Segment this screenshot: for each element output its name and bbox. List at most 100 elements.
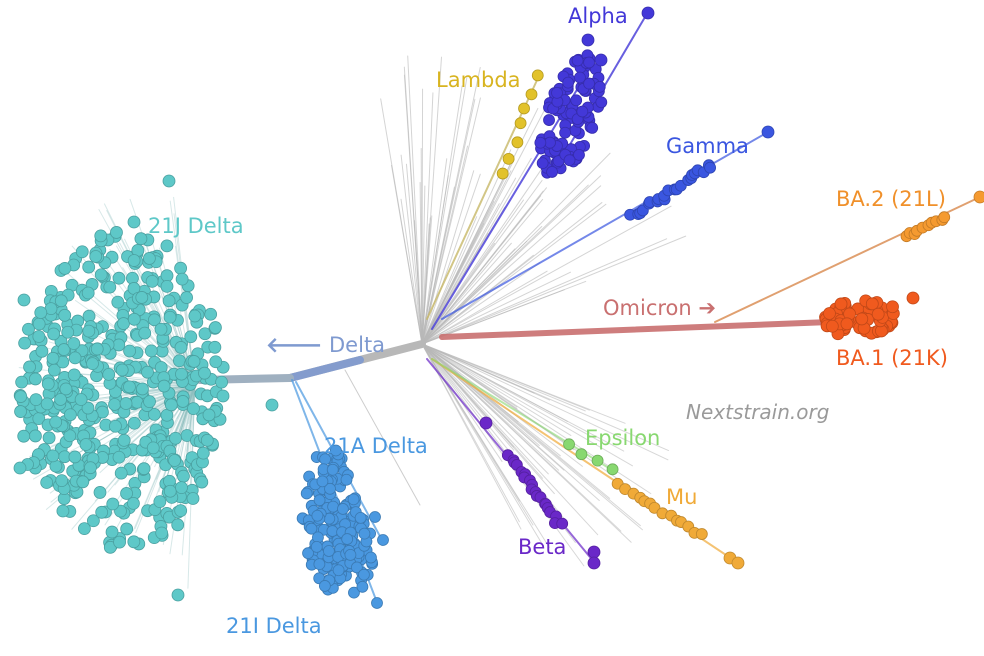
delta21j-tip bbox=[148, 313, 161, 327]
delta21j-tip bbox=[68, 351, 82, 365]
delta21j-tip bbox=[86, 357, 99, 371]
delta21j-tip bbox=[22, 322, 35, 336]
delta21j-tip bbox=[40, 397, 54, 411]
delta21j-tip bbox=[93, 486, 107, 499]
beta-tip bbox=[556, 517, 569, 530]
delta21j-tip bbox=[175, 367, 188, 381]
delta21j-tip bbox=[208, 340, 222, 354]
epsilon-tip bbox=[563, 438, 575, 451]
delta21j-tip bbox=[29, 393, 43, 407]
delta21j-tip bbox=[113, 535, 126, 549]
gamma-tip bbox=[761, 125, 775, 139]
delta21j-tip bbox=[135, 291, 149, 304]
delta21a-tip bbox=[329, 444, 342, 457]
delta21j-stem bbox=[129, 198, 196, 386]
delta21j-tip bbox=[168, 454, 181, 467]
delta21a-tip bbox=[326, 525, 339, 537]
label-delta: 🡐 Delta bbox=[266, 333, 385, 358]
delta21j-tip bbox=[82, 260, 96, 274]
delta21j-tip bbox=[177, 469, 190, 483]
delta21j-tip bbox=[153, 495, 167, 509]
delta21j-tip bbox=[174, 261, 188, 275]
grey-branch bbox=[421, 343, 590, 411]
delta21j-tip bbox=[120, 487, 133, 500]
delta21j-tip bbox=[81, 286, 95, 300]
delta21j-tip bbox=[160, 239, 174, 253]
ba1-tip bbox=[823, 307, 836, 320]
delta21j-tip bbox=[112, 338, 126, 352]
delta21j-tip bbox=[186, 492, 200, 505]
delta21j-tip bbox=[58, 262, 72, 275]
delta21j-tip bbox=[14, 405, 27, 418]
delta21j-tip bbox=[176, 395, 190, 408]
grey-branch bbox=[421, 343, 599, 536]
mu-tip bbox=[648, 501, 661, 514]
grey-branch bbox=[421, 271, 572, 345]
omicron-branch bbox=[439, 319, 833, 340]
delta21j-tip bbox=[94, 268, 108, 282]
delta21j-tip bbox=[175, 272, 189, 286]
grey-branch bbox=[421, 343, 534, 526]
label-gamma: Gamma bbox=[666, 134, 749, 158]
grey-branch bbox=[421, 343, 572, 436]
grey-branch bbox=[421, 175, 602, 345]
ba2-tip bbox=[938, 211, 951, 224]
grey-branch bbox=[344, 369, 421, 506]
delta21j-tip bbox=[169, 431, 182, 445]
label-alpha: Alpha bbox=[568, 4, 628, 28]
grey-branch bbox=[421, 343, 632, 543]
delta21a-tip bbox=[327, 500, 340, 513]
delta21j-tip bbox=[127, 496, 140, 510]
delta21j-tip bbox=[61, 325, 75, 339]
grey-branch bbox=[400, 198, 423, 345]
delta21j-stem bbox=[176, 384, 196, 443]
lambda-tip bbox=[511, 136, 524, 149]
delta21j-tip bbox=[171, 518, 185, 532]
alpha-tip bbox=[570, 94, 583, 107]
delta21j-tip bbox=[196, 446, 210, 460]
delta21j-tip bbox=[59, 382, 73, 396]
delta21a-tip bbox=[318, 580, 331, 592]
epsilon-tip bbox=[606, 463, 619, 476]
delta21j-tip bbox=[46, 449, 60, 463]
delta21j-tip bbox=[84, 461, 97, 475]
delta21a-tip bbox=[337, 503, 349, 515]
delta21a-tip bbox=[313, 494, 326, 507]
label-omicron-text: Omicron bbox=[603, 296, 692, 320]
delta21j-tip bbox=[46, 351, 60, 365]
grey-branch bbox=[380, 98, 423, 345]
gamma-tip bbox=[704, 161, 716, 174]
delta21j-tip bbox=[174, 341, 188, 354]
delta21a-tip bbox=[302, 547, 314, 560]
delta21j-tip bbox=[127, 215, 141, 229]
delta21j-tip bbox=[195, 475, 209, 489]
grey-branch bbox=[400, 154, 423, 345]
alpha-tip bbox=[536, 157, 549, 170]
grey-branch bbox=[421, 202, 603, 345]
delta21j-tip bbox=[57, 343, 71, 356]
delta21j-tip bbox=[89, 250, 103, 263]
delta21j-tip bbox=[145, 274, 159, 288]
delta21j-tip bbox=[112, 450, 126, 464]
delta21a-tip bbox=[369, 511, 381, 523]
delta21j-tip bbox=[79, 438, 93, 451]
mu-tip bbox=[731, 556, 745, 570]
ba2-tip bbox=[973, 190, 984, 204]
delta21j-tip bbox=[112, 271, 126, 285]
grey-branch bbox=[421, 343, 625, 452]
delta21j-tip bbox=[76, 475, 90, 489]
delta21j-tip bbox=[202, 408, 216, 422]
grey-branch bbox=[421, 270, 548, 345]
delta21j-tip bbox=[78, 522, 91, 536]
delta21j-tip bbox=[55, 474, 69, 488]
grey-branch bbox=[421, 343, 540, 447]
delta21a-tip bbox=[305, 522, 318, 535]
alpha-tip bbox=[586, 121, 599, 134]
delta21j-tip bbox=[117, 433, 131, 447]
delta21j-tip bbox=[198, 327, 212, 341]
ba1-tip bbox=[871, 307, 885, 321]
grey-branch bbox=[421, 173, 481, 345]
delta21j-tip bbox=[94, 229, 108, 243]
delta21j-tip bbox=[63, 408, 77, 422]
lambda-tip bbox=[496, 167, 509, 180]
